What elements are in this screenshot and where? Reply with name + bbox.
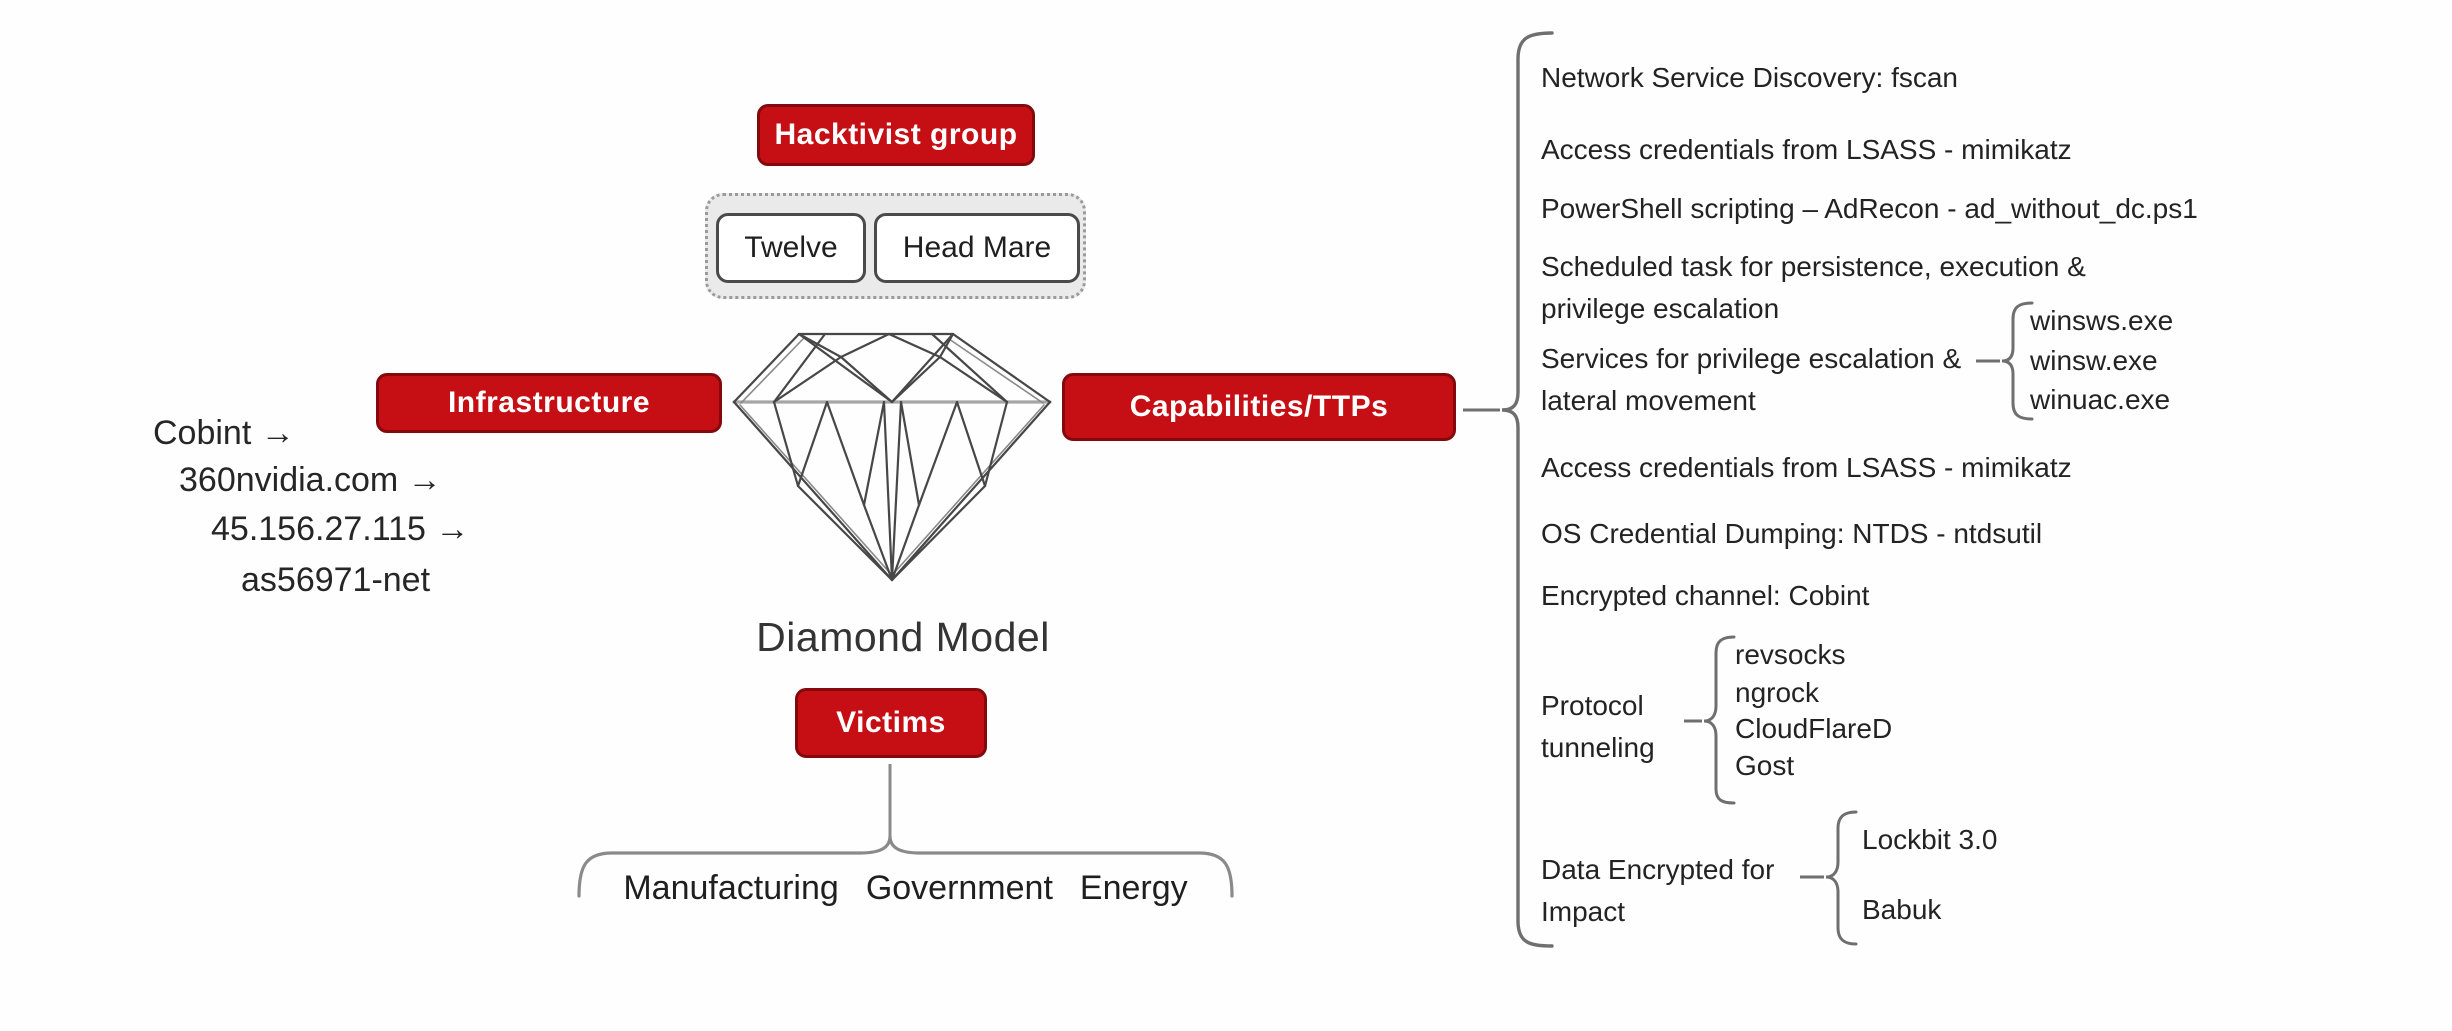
capabilities-brace [1501, 31, 1554, 948]
capability-item: OS Credential Dumping: NTDS - ntdsutil [1541, 518, 2043, 549]
service-tool: winuac.exe [2030, 384, 2171, 415]
impact-tool: Babuk [1862, 894, 1942, 925]
group-twelve: Twelve [716, 213, 866, 283]
infrastructure-node: Infrastructure [376, 373, 722, 433]
capability-item: Protocol tunneling [1541, 690, 1655, 763]
service-tool: winsws.exe [2030, 305, 2174, 336]
infra-chain-asn: as56971-net [241, 561, 431, 599]
infra-chain-cobint: Cobint → [153, 414, 295, 452]
victims-brace [577, 835, 1234, 898]
capability-item: Network Service Discovery: fscan [1541, 62, 1959, 93]
infra-chain-domain: 360nvidia.com → [179, 461, 442, 499]
capabilities-node: Capabilities/TTPs [1062, 373, 1456, 441]
group-head-mare: Head Mare [874, 213, 1080, 283]
services-tools-brace [2001, 301, 2034, 421]
protocol-tool: revsocks [1735, 639, 1846, 670]
adversary-node: Hacktivist group [757, 104, 1035, 166]
capability-item: PowerShell scripting – AdRecon - ad_with… [1541, 193, 2198, 224]
sector-government: Government [865, 869, 1053, 907]
infra-chain-ip: 45.156.27.115 → [211, 510, 470, 548]
sector-energy: Energy [1079, 869, 1188, 907]
impact-tool: Lockbit 3.0 [1862, 824, 1998, 855]
capability-item: Data Encrypted for Impact [1541, 854, 1775, 927]
victims-node: Victims [795, 688, 987, 758]
adversary-groups-container: Twelve Head Mare [705, 193, 1086, 299]
capability-item: Scheduled task for persistence, executio… [1541, 251, 2086, 324]
service-tool: winsw.exe [2030, 345, 2158, 376]
capability-item: Encrypted channel: Cobint [1541, 580, 1870, 611]
protocol-tool: Gost [1735, 750, 1795, 781]
diagram-title: Diamond Model [756, 614, 1050, 660]
capability-item: Services for privilege escalation & late… [1541, 343, 1962, 416]
sector-manufacturing: Manufacturing [623, 869, 839, 907]
diamond-gem-drawing [732, 332, 1052, 582]
protocol-tool: CloudFlareD [1735, 713, 1893, 744]
protocol-tool: ngrock [1735, 677, 1820, 708]
capability-item: Access credentials from LSASS - mimikatz [1541, 134, 2072, 165]
capability-item: Access credentials from LSASS - mimikatz [1541, 452, 2072, 483]
impact-tools-brace [1825, 810, 1858, 946]
protocol-tools-brace [1703, 635, 1736, 805]
victim-sectors: Manufacturing Government Energy [579, 869, 1232, 908]
